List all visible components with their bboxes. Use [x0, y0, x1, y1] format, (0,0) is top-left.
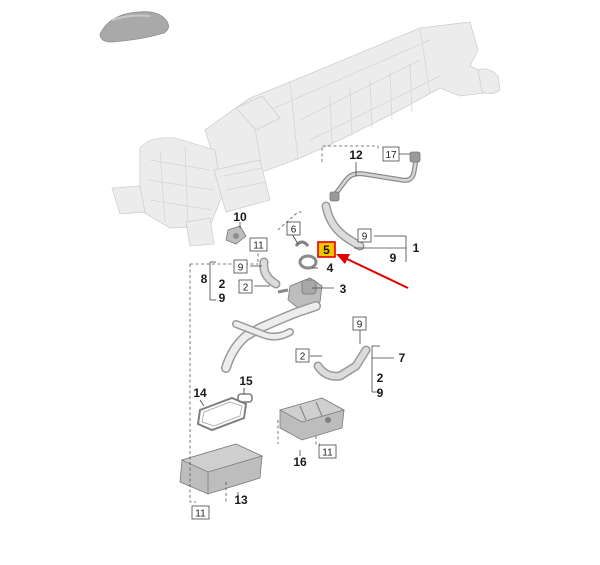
part-5-clamp	[298, 254, 318, 270]
callout-7-sub-2: 2	[377, 371, 384, 385]
part-14-gasket	[196, 396, 248, 432]
red-pointer-arrow	[336, 254, 409, 289]
callout-4: 4	[327, 261, 334, 275]
svg-text:6: 6	[291, 225, 297, 236]
transaxle-ghost	[111, 21, 501, 247]
boxed-ref-11-c: 11	[191, 505, 210, 520]
callout-1: 1	[413, 241, 420, 255]
callout-10: 10	[233, 210, 247, 224]
callout-1-sub-9: 9	[390, 251, 397, 265]
svg-text:17: 17	[385, 150, 397, 161]
callout-15: 15	[239, 374, 253, 388]
leader-lines	[199, 153, 410, 496]
boxed-ref-2-a: 2	[238, 279, 253, 294]
callout-14: 14	[193, 386, 207, 400]
callout-7-sub-9: 9	[377, 386, 384, 400]
callout-8: 8	[201, 272, 208, 286]
svg-text:11: 11	[195, 509, 206, 520]
callout-8-sub-2: 2	[219, 277, 226, 291]
callout-5: 5	[323, 243, 330, 257]
boxed-ref-2-b: 2	[295, 348, 310, 363]
boxed-ref-6: 6	[286, 221, 301, 236]
part-13-cooler	[179, 443, 264, 495]
part-1-hose	[321, 201, 365, 251]
callout-7: 7	[399, 351, 406, 365]
part-8-hose	[259, 257, 281, 289]
boxed-ref-9-a: 9	[357, 228, 372, 243]
part-12-pipe	[329, 151, 421, 202]
callout-8-sub-9: 9	[219, 291, 226, 305]
boxed-ref-9-c: 9	[352, 316, 367, 331]
svg-text:2: 2	[300, 352, 306, 363]
boxed-ref-11-b: 11	[318, 444, 337, 459]
svg-text:2: 2	[243, 283, 249, 294]
part-16-bracket	[278, 397, 346, 441]
vehicle-silhouette-icon	[99, 11, 169, 43]
part-10-connector	[225, 225, 247, 245]
callout-13: 13	[234, 493, 248, 507]
svg-text:9: 9	[362, 232, 368, 243]
part-3-valve	[277, 277, 323, 309]
callout-3: 3	[340, 282, 347, 296]
part-main-hose	[221, 301, 321, 373]
callout-12: 12	[349, 148, 363, 162]
part-6-clamp	[294, 240, 310, 247]
part-5-highlight	[317, 241, 336, 258]
boxed-ref-11-a: 11	[249, 237, 268, 252]
boxed-ref-9-b: 9	[233, 259, 248, 274]
part-7-hose	[313, 345, 371, 381]
svg-text:11: 11	[253, 241, 264, 252]
callout-16: 16	[293, 455, 307, 469]
svg-text:9: 9	[238, 263, 244, 274]
svg-text:9: 9	[357, 320, 363, 331]
part-15-seal	[237, 393, 253, 403]
svg-text:11: 11	[322, 448, 333, 459]
boxed-ref-17: 17	[382, 146, 400, 162]
